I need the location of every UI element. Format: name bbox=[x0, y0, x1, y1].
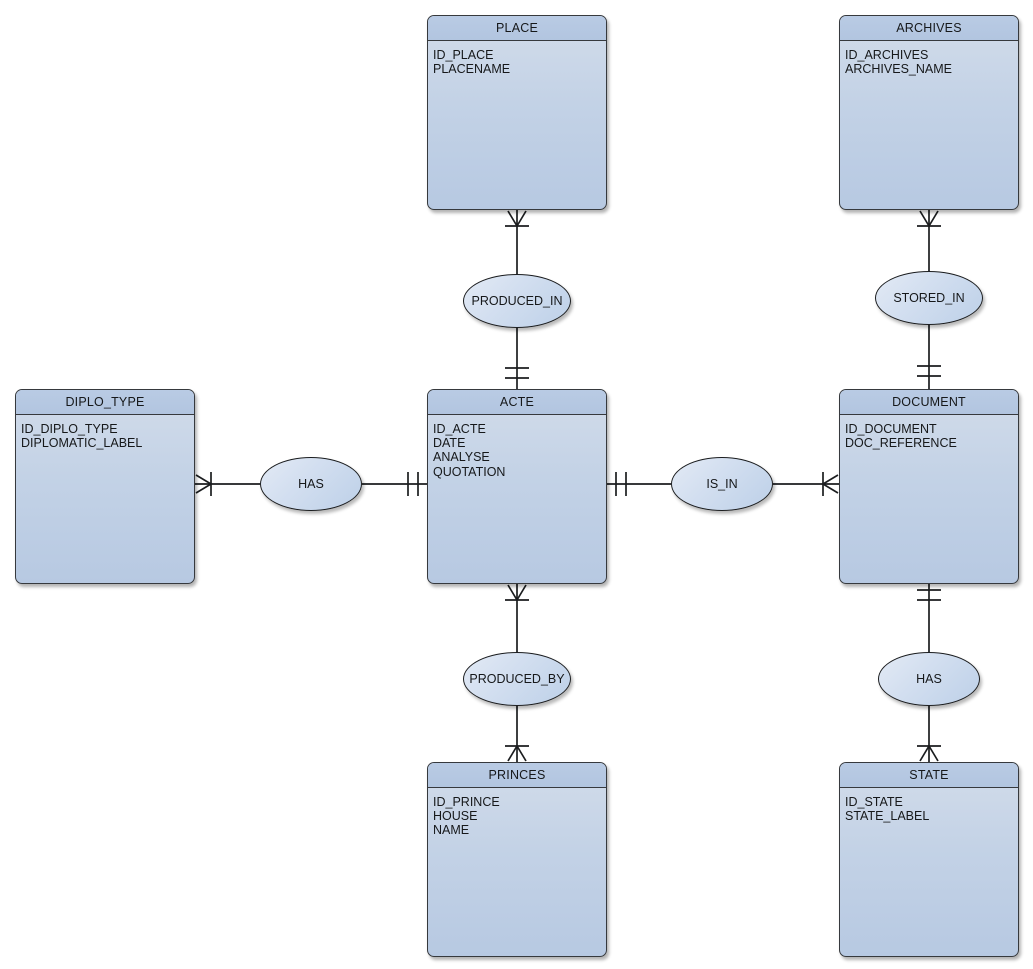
entity-attributes-princes: ID_PRINCE HOUSE NAME bbox=[428, 788, 606, 838]
attribute: NAME bbox=[433, 823, 470, 838]
relationship-produced-by[interactable]: PRODUCED_BY bbox=[463, 652, 571, 706]
attribute: DATE bbox=[433, 436, 466, 451]
attribute: DOC_REFERENCE bbox=[845, 436, 957, 451]
attribute: HOUSE bbox=[433, 809, 478, 824]
relationship-label: STORED_IN bbox=[893, 291, 965, 305]
relationship-label: HAS bbox=[916, 672, 942, 686]
entity-attributes-document: ID_DOCUMENT DOC_REFERENCE bbox=[840, 415, 1018, 450]
attribute: QUOTATION bbox=[433, 464, 506, 479]
attribute: ARCHIVES_NAME bbox=[845, 62, 952, 77]
relationship-is-in[interactable]: IS_IN bbox=[671, 457, 773, 511]
attribute: DIPLOMATIC_LABEL bbox=[21, 436, 143, 451]
entity-attributes-place: ID_PLACE PLACENAME bbox=[428, 41, 606, 76]
relationship-stored-in[interactable]: STORED_IN bbox=[875, 271, 983, 325]
crowsfoot-princes bbox=[507, 744, 527, 762]
entity-attributes-archives: ID_ARCHIVES ARCHIVES_NAME bbox=[840, 41, 1018, 76]
attribute: ID_DOCUMENT bbox=[845, 422, 937, 436]
attribute: ID_ARCHIVES bbox=[845, 48, 929, 62]
entity-document[interactable]: DOCUMENT ID_DOCUMENT DOC_REFERENCE bbox=[839, 389, 1019, 584]
relationship-label: IS_IN bbox=[706, 477, 738, 491]
entity-title-document: DOCUMENT bbox=[840, 390, 1018, 415]
entity-title-acte: ACTE bbox=[428, 390, 606, 415]
attribute: STATE_LABEL bbox=[845, 809, 930, 824]
entity-archives[interactable]: ARCHIVES ID_ARCHIVES ARCHIVES_NAME bbox=[839, 15, 1019, 210]
relationship-label: HAS bbox=[298, 477, 324, 491]
crowsfoot-diplotype bbox=[195, 474, 213, 494]
attribute: ID_ACTE bbox=[433, 422, 486, 436]
relationship-produced-in[interactable]: PRODUCED_IN bbox=[463, 274, 571, 328]
attribute: ID_PRINCE bbox=[433, 795, 500, 809]
crowsfoot-acte-bottom bbox=[507, 584, 527, 602]
entity-attributes-acte: ID_ACTE DATE ANALYSE QUOTATION bbox=[428, 415, 606, 479]
relationship-has-state[interactable]: HAS bbox=[878, 652, 980, 706]
entity-acte[interactable]: ACTE ID_ACTE DATE ANALYSE QUOTATION bbox=[427, 389, 607, 584]
relationship-label: PRODUCED_IN bbox=[471, 294, 563, 308]
entity-diplo-type[interactable]: DIPLO_TYPE ID_DIPLO_TYPE DIPLOMATIC_LABE… bbox=[15, 389, 195, 584]
crowsfoot-document-left bbox=[821, 474, 839, 494]
entity-attributes-state: ID_STATE STATE_LABEL bbox=[840, 788, 1018, 823]
crowsfoot-state bbox=[919, 744, 939, 762]
crowsfoot-place bbox=[507, 210, 527, 228]
entity-place[interactable]: PLACE ID_PLACE PLACENAME bbox=[427, 15, 607, 210]
relationship-label: PRODUCED_BY bbox=[469, 672, 565, 686]
attribute: ID_STATE bbox=[845, 795, 903, 809]
entity-state[interactable]: STATE ID_STATE STATE_LABEL bbox=[839, 762, 1019, 957]
entity-title-state: STATE bbox=[840, 763, 1018, 788]
entity-title-princes: PRINCES bbox=[428, 763, 606, 788]
entity-title-archives: ARCHIVES bbox=[840, 16, 1018, 41]
attribute: PLACENAME bbox=[433, 62, 511, 77]
relationship-has-diplo-type[interactable]: HAS bbox=[260, 457, 362, 511]
entity-title-place: PLACE bbox=[428, 16, 606, 41]
entity-title-diplo-type: DIPLO_TYPE bbox=[16, 390, 194, 415]
crowsfoot-archives bbox=[919, 210, 939, 228]
entity-princes[interactable]: PRINCES ID_PRINCE HOUSE NAME bbox=[427, 762, 607, 957]
attribute: ANALYSE bbox=[433, 450, 490, 465]
attribute: ID_PLACE bbox=[433, 48, 494, 62]
attribute: ID_DIPLO_TYPE bbox=[21, 422, 118, 436]
entity-attributes-diplo-type: ID_DIPLO_TYPE DIPLOMATIC_LABEL bbox=[16, 415, 194, 450]
